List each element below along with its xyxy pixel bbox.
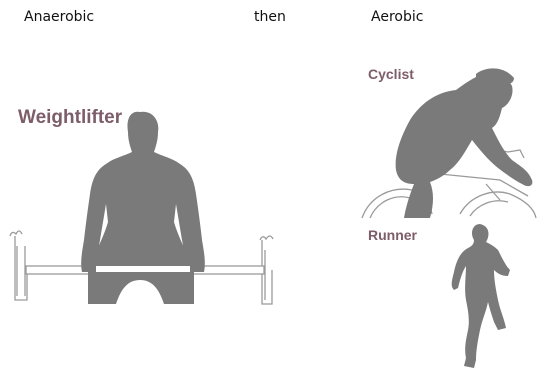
runner-illustration [452,224,510,368]
weightlifter-silhouette [81,112,205,304]
weightlifter-illustration [10,112,273,304]
cyclist-silhouette [396,73,533,218]
barbell-grip [96,266,190,272]
runner-silhouette [452,224,510,368]
cyclist-illustration [362,68,536,218]
